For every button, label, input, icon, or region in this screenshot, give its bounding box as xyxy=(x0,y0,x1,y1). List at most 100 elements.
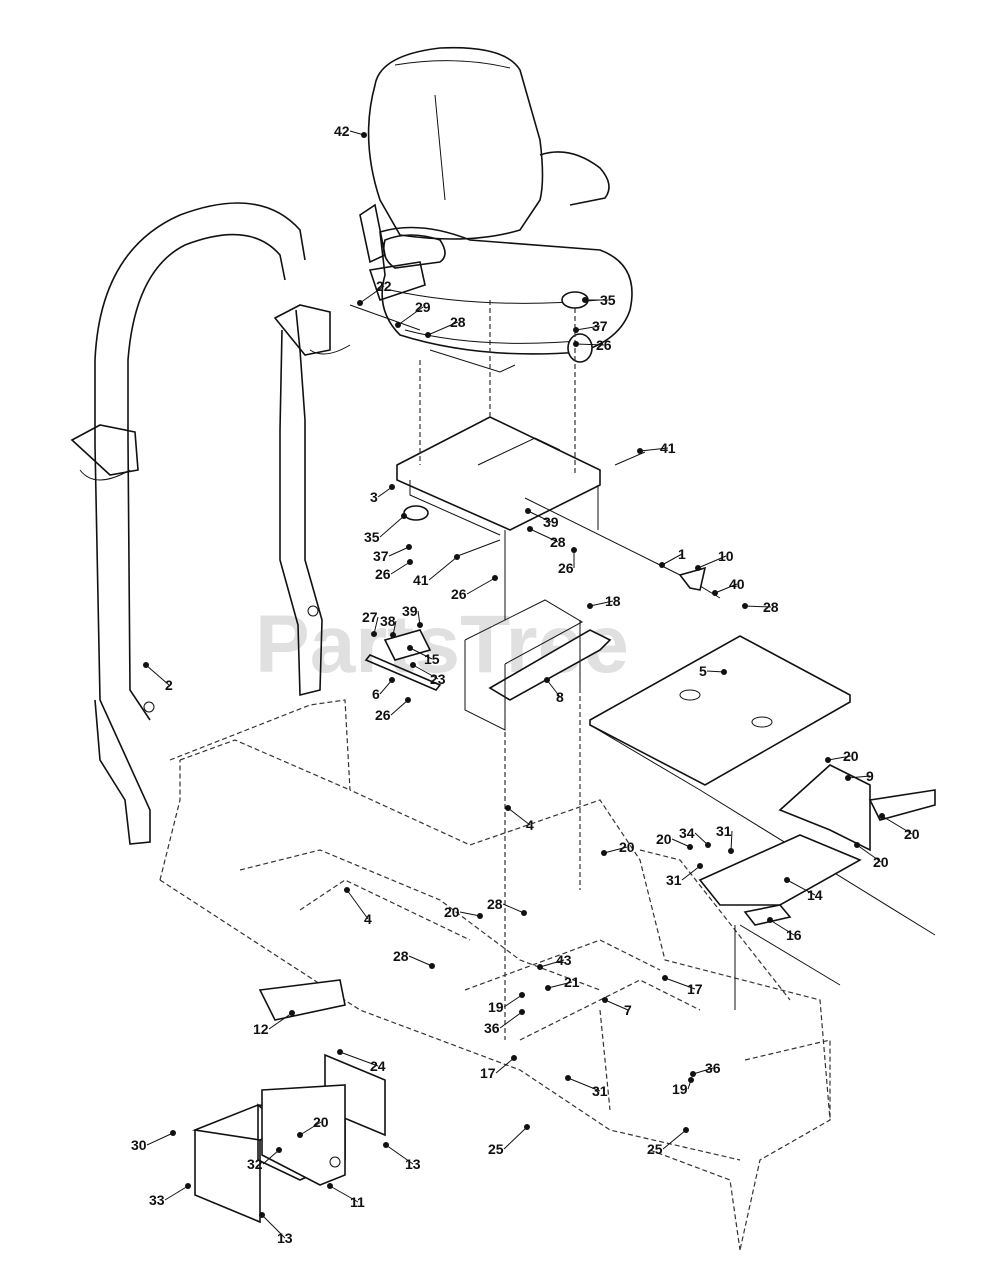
callout-c25b: 25 xyxy=(647,1141,663,1157)
fastener-dot xyxy=(705,842,711,848)
fastener-dot xyxy=(728,848,734,854)
leader-line xyxy=(881,815,913,835)
callout-c20b: 20 xyxy=(904,826,920,842)
fastener-dot xyxy=(357,300,363,306)
fastener-dot xyxy=(519,1009,525,1015)
fastener-dot xyxy=(407,645,413,651)
callout-c20a: 20 xyxy=(843,748,859,764)
callout-c4b: 4 xyxy=(364,911,372,927)
callout-c28d: 28 xyxy=(487,896,503,912)
fastener-dot xyxy=(659,562,665,568)
callout-c20g: 20 xyxy=(313,1114,329,1130)
leader-line xyxy=(744,605,772,608)
callout-c34: 34 xyxy=(679,825,695,841)
leader-line xyxy=(146,1132,174,1146)
leader-line xyxy=(604,999,629,1011)
fastener-dot xyxy=(521,910,527,916)
callout-c24: 24 xyxy=(370,1058,386,1074)
callout-c37b: 37 xyxy=(373,548,389,564)
callout-c33: 33 xyxy=(149,1192,165,1208)
fastener-dot xyxy=(170,1130,176,1136)
callout-c39a: 39 xyxy=(543,514,559,530)
footrest-parts xyxy=(698,764,936,1010)
leader-line xyxy=(466,577,496,595)
callout-c22: 22 xyxy=(376,278,392,294)
callout-c3: 3 xyxy=(370,489,378,505)
fastener-dot xyxy=(289,1010,295,1016)
fastener-dot xyxy=(565,1075,571,1081)
callout-c5: 5 xyxy=(699,663,707,679)
leader-line xyxy=(145,664,170,686)
callout-c20e: 20 xyxy=(656,831,672,847)
leader-line xyxy=(769,919,795,936)
fastener-dot xyxy=(371,631,377,637)
seat-plate xyxy=(349,291,721,620)
callout-c18: 18 xyxy=(605,593,621,609)
callout-c28b: 28 xyxy=(550,534,566,550)
fastener-dot xyxy=(879,813,885,819)
fastener-dot xyxy=(524,1124,530,1130)
leader-line xyxy=(639,447,669,452)
fastener-dot xyxy=(697,863,703,869)
fastener-dot xyxy=(401,513,407,519)
leader-line xyxy=(603,846,628,854)
callout-c41b: 41 xyxy=(413,572,429,588)
fastener-dot xyxy=(407,559,413,565)
fastener-dot xyxy=(637,448,643,454)
callout-c28a: 28 xyxy=(450,314,466,330)
leader-line xyxy=(529,528,559,543)
fastener-dot xyxy=(405,697,411,703)
callout-c19b: 19 xyxy=(672,1081,688,1097)
fastener-dot xyxy=(143,662,149,668)
callout-c19a: 19 xyxy=(488,999,504,1015)
callout-c35b: 35 xyxy=(364,529,380,545)
leader-line xyxy=(459,911,481,917)
leader-line xyxy=(385,1144,414,1165)
callout-c9: 9 xyxy=(866,768,874,784)
fastener-dot xyxy=(712,590,718,596)
callout-c17a: 17 xyxy=(687,981,703,997)
fastener-dot xyxy=(361,132,367,138)
callout-c16: 16 xyxy=(786,927,802,943)
chassis-frame xyxy=(159,699,831,1251)
leader-line xyxy=(827,755,852,761)
callout-c23: 23 xyxy=(430,671,446,687)
callout-c35a: 35 xyxy=(600,292,616,308)
leader-line xyxy=(786,879,816,896)
leader-line xyxy=(299,1121,322,1136)
callout-c32: 32 xyxy=(247,1156,263,1172)
leader-line xyxy=(546,679,561,698)
fastener-dot xyxy=(344,887,350,893)
callout-c20c: 20 xyxy=(873,854,889,870)
callout-c20f: 20 xyxy=(444,904,460,920)
leader-line xyxy=(567,1077,601,1092)
callout-c40: 40 xyxy=(729,576,745,592)
callout-c28e: 28 xyxy=(393,948,409,964)
leader-line xyxy=(575,343,605,346)
leader-line xyxy=(856,844,882,863)
leader-line xyxy=(408,955,433,967)
leader-line xyxy=(662,1129,687,1150)
battery-box xyxy=(191,979,386,1224)
fastener-dot xyxy=(573,341,579,347)
fastener-dot xyxy=(389,484,395,490)
callout-c28c: 28 xyxy=(763,599,779,615)
leader-line xyxy=(503,994,523,1008)
leader-line xyxy=(397,306,424,326)
fastener-dot xyxy=(537,964,543,970)
fastener-dot xyxy=(695,565,701,571)
fastener-dot xyxy=(417,622,423,628)
callout-c29: 29 xyxy=(415,299,431,315)
leader-line xyxy=(681,865,701,881)
leader-line xyxy=(261,1214,286,1239)
leader-line xyxy=(507,807,531,826)
fastener-dot xyxy=(683,1127,689,1133)
callout-c36a: 36 xyxy=(484,1020,500,1036)
fastener-dot xyxy=(587,603,593,609)
callout-c11: 11 xyxy=(350,1194,365,1210)
callout-c36b: 36 xyxy=(705,1060,721,1076)
callout-c21: 21 xyxy=(564,974,580,990)
callout-c25a: 25 xyxy=(488,1141,504,1157)
leader-line xyxy=(671,838,691,848)
